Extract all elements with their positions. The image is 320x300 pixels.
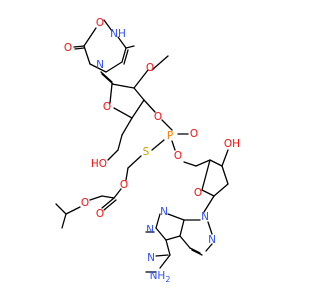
- atom-label-o: O: [81, 197, 89, 209]
- atom-label-nh2: NH2: [150, 270, 171, 284]
- atom-label-o: O: [96, 17, 104, 29]
- atom-label-n: NH: [110, 28, 126, 40]
- atom-label-s: S: [143, 146, 150, 158]
- atom-label-o: O: [194, 187, 202, 199]
- atom-label-o: O: [190, 128, 198, 140]
- atom-label-o: O: [120, 179, 128, 191]
- atom-label-ho: HO: [91, 158, 107, 170]
- atom-label-n: N: [208, 234, 216, 246]
- atom-label-o: O: [174, 150, 182, 162]
- atom-label-p: P: [167, 130, 173, 142]
- atom-labels: O NH O N O O O P O O S HO O O O OH O N N…: [64, 17, 240, 284]
- atom-label-n: N: [160, 206, 168, 218]
- atom-label-o: O: [103, 101, 111, 113]
- atom-label-o: O: [154, 111, 162, 123]
- atom-label-oh: OH: [224, 138, 240, 150]
- atom-label-n: N: [201, 211, 209, 223]
- molecule-structure-diagram: O NH O N O O O P O O S HO O O O OH O N N…: [55, 17, 240, 284]
- atom-label-o: O: [146, 62, 154, 74]
- atom-label-n: N: [96, 59, 104, 71]
- atom-label-o: O: [64, 42, 72, 54]
- atom-label-n: N: [146, 224, 154, 236]
- atom-label-o: O: [96, 208, 104, 220]
- bond-skeleton: [55, 19, 229, 273]
- atom-label-n: N: [147, 252, 155, 264]
